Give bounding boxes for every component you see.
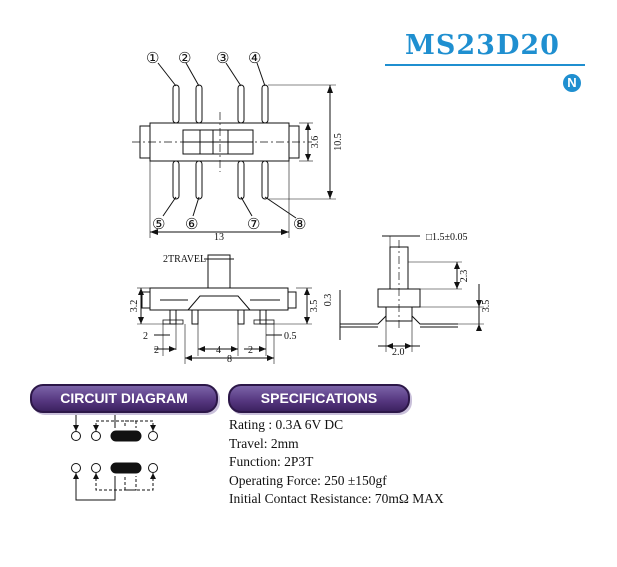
- specifications-list: Rating : 0.3A 6V DC Travel: 2mm Function…: [229, 416, 444, 509]
- contact-bar-lower: [110, 462, 142, 474]
- dim-end-height: 3.5: [481, 300, 492, 313]
- pin-label-4: ④: [248, 51, 261, 67]
- pin-label-1: ①: [146, 51, 159, 67]
- dim-pin-gap: 2: [248, 345, 253, 356]
- pin-label-3: ③: [216, 51, 229, 67]
- dim-width-total: 13: [214, 232, 224, 243]
- top-view: [132, 62, 336, 238]
- dim-height-body: 3.6: [310, 136, 321, 149]
- front-view: [137, 254, 312, 364]
- spec-operating-force: Operating Force: 250 ±150gf: [229, 472, 387, 488]
- dim-lever-height: 2.3: [459, 270, 470, 283]
- dim-side-right: 3.5: [309, 300, 320, 313]
- title-underline: [385, 64, 585, 66]
- dim-end-width: 2.0: [392, 347, 405, 358]
- specifications-heading: SPECIFICATIONS: [228, 384, 410, 413]
- spec-travel: Travel: 2mm: [229, 435, 299, 451]
- dim-lever-square: □1.5±0.05: [426, 232, 468, 243]
- front-view-lever: [207, 254, 231, 289]
- pin-label-2: ②: [178, 51, 191, 67]
- side-view: [339, 235, 484, 352]
- spec-rating: Rating : 0.3A 6V DC: [229, 417, 344, 432]
- dim-side-left: 3.2: [129, 300, 140, 313]
- dim-travel: 2TRAVEL: [163, 254, 206, 265]
- n-badge: N: [563, 74, 581, 92]
- circuit-diagram-heading: CIRCUIT DIAGRAM: [30, 384, 218, 413]
- dim-pin-left-outer: 2: [154, 345, 159, 356]
- model-title: MS23D20: [405, 30, 560, 61]
- dim-pin-offset: 2: [143, 331, 148, 342]
- dim-pin-span: 8: [227, 354, 232, 365]
- dim-height-total: 10.5: [333, 133, 344, 151]
- pin-label-7: ⑦: [247, 217, 260, 233]
- contact-bar-upper: [110, 430, 142, 442]
- dim-pin-width: 0.5: [284, 331, 297, 342]
- spec-function: Function: 2P3T: [229, 454, 314, 469]
- front-view-body: [149, 287, 289, 311]
- circuit-diagram: [71, 413, 158, 501]
- dim-pin-pitch: 4: [216, 345, 221, 356]
- pin-label-6: ⑥: [185, 217, 198, 233]
- spec-contact-resistance: Initial Contact Resistance: 70mΩ MAX: [229, 491, 444, 506]
- pin-label-5: ⑤: [152, 217, 165, 233]
- dim-bend-height: 0.3: [323, 294, 334, 307]
- pin-label-8: ⑧: [293, 217, 306, 233]
